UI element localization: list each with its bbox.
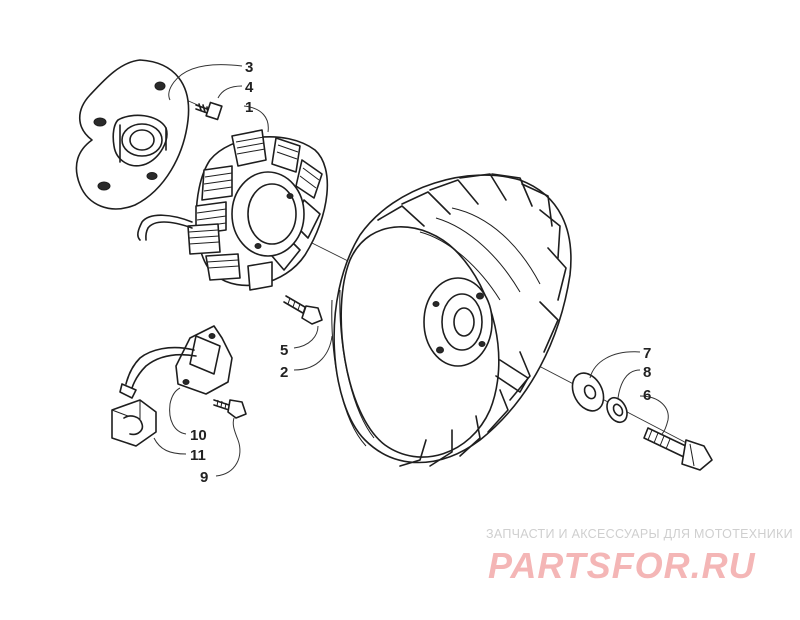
pulser-coil (119, 325, 233, 399)
callout-3: 3 (245, 59, 253, 76)
flat-washer (571, 372, 605, 412)
callout-7: 7 (643, 345, 651, 362)
watermark-logo: PARTSFOR.RU (488, 545, 756, 586)
callout-8: 8 (643, 364, 651, 381)
flywheel-fins (377, 173, 567, 467)
callout-5: 5 (280, 342, 288, 359)
callout-10: 10 (190, 427, 207, 444)
flywheel (331, 173, 572, 467)
pulser-coil-screw (213, 399, 247, 419)
stator-coil (137, 129, 329, 291)
leader-lines (153, 64, 669, 477)
callout-6: 6 (643, 387, 651, 404)
stator-plate (75, 59, 190, 210)
callout-9: 9 (200, 469, 208, 486)
callout-1: 1 (245, 99, 253, 116)
watermark-caption: ЗАПЧАСТИ И АКСЕССУАРЫ ДЛЯ МОТОТЕХНИКИ (486, 527, 793, 541)
callout-11: 11 (190, 447, 206, 464)
lock-washer (606, 396, 628, 424)
stator-plate-screw (195, 101, 223, 121)
watermark: ЗАПЧАСТИ И АКСЕССУАРЫ ДЛЯ МОТОТЕХНИКИ PA… (486, 527, 793, 586)
stator-screw (283, 295, 323, 325)
flywheel-bolt (643, 427, 713, 471)
callout-4: 4 (245, 79, 254, 96)
callout-2: 2 (280, 364, 288, 381)
spacer-bracket (111, 399, 157, 447)
